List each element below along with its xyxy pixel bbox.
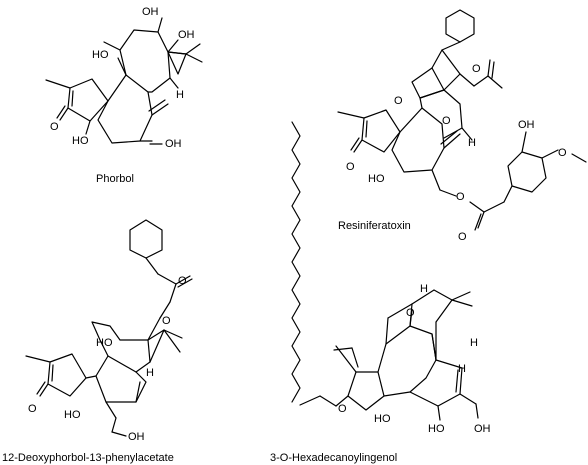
ingenol-oh: OH [474, 423, 491, 435]
phorbol-oh-ch2: OH [165, 138, 182, 150]
deoxyphorbol-label: 12-Deoxyphorbol-13-phenylacetate [2, 452, 174, 464]
ingenol-o-ketone: O [406, 307, 415, 319]
ingenol-h-lower: H [458, 363, 466, 375]
ingenol-ho-1: HO [374, 413, 391, 425]
rtx-oh-vanillyl: OH [518, 119, 535, 131]
phorbol-ho-left: HO [92, 49, 109, 61]
dpp-o-ester: O [162, 315, 171, 327]
phorbol-oh-right: OH [178, 29, 195, 41]
phorbol-oh-top: OH [142, 6, 159, 18]
resiniferatoxin-label: Resiniferatoxin [338, 220, 411, 232]
dpp-o-ketone: O [28, 403, 37, 415]
dpp-o-carbonyl: O [178, 275, 187, 287]
deoxyphorbol-structure: O O HO O HO H OH 12-Deoxyphorbol-13-phen… [2, 219, 193, 464]
dpp-oh: OH [128, 431, 145, 443]
phorbol-h: H [176, 89, 184, 101]
rtx-o-1: O [442, 115, 451, 127]
phorbol-label: Phorbol [96, 173, 134, 185]
ingenol-ho-2: HO [428, 423, 445, 435]
rtx-ho: HO [368, 173, 385, 185]
ingenol-structure: O O H H H HO HO OH 3-O-Hexadecanoylingen… [270, 121, 491, 464]
dpp-ho-bottom: HO [64, 409, 81, 421]
rtx-o-3: O [472, 63, 481, 75]
ingenol-h-top: H [420, 283, 428, 295]
rtx-o-ester: O [456, 191, 465, 203]
ingenol-o-ester: O [338, 403, 347, 415]
phorbol-o-carbonyl: O [50, 121, 59, 133]
ingenol-h-right: H [470, 337, 478, 349]
phorbol-structure: OH OH HO O HO OH H Phorbol [45, 6, 203, 185]
rtx-o-ester-carbonyl: O [458, 231, 467, 243]
resiniferatoxin-structure: O O O O HO H O O OH O Resiniferatoxin [337, 9, 587, 243]
rtx-o-methoxy: O [558, 147, 567, 159]
phorbol-ho-bottom: HO [72, 135, 89, 147]
ingenol-label: 3-O-Hexadecanoylingenol [270, 452, 397, 464]
rtx-h: H [468, 137, 476, 149]
dpp-h: H [146, 367, 154, 379]
rtx-o-2: O [394, 95, 403, 107]
dpp-ho: HO [96, 337, 113, 349]
rtx-o-carbonyl: O [346, 161, 355, 173]
